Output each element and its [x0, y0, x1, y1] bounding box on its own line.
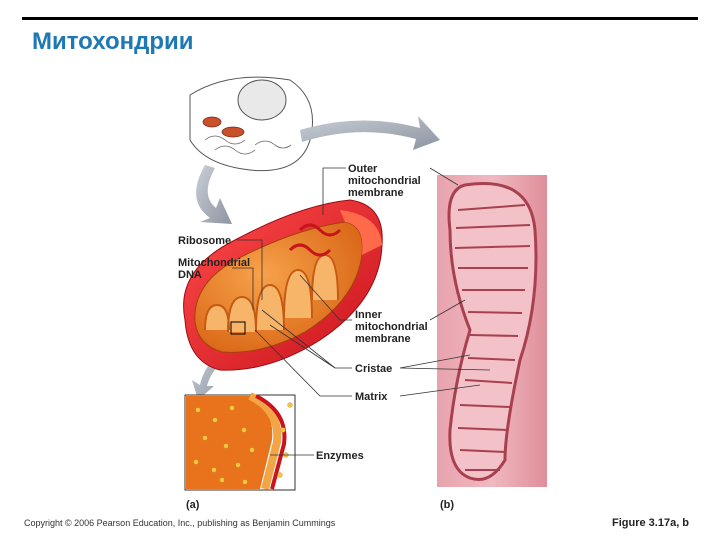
mitochondrion-small-icon [221, 126, 245, 138]
copyright-text: Copyright © 2006 Pearson Education, Inc.… [24, 518, 336, 528]
top-rule [22, 17, 698, 20]
panel-label-b: (b) [440, 499, 454, 511]
figure-reference: Figure 3.17a, b [612, 517, 690, 529]
label-enzymes: Enzymes [316, 450, 364, 462]
cell-sketch [189, 76, 313, 172]
label-inner-1: Inner [355, 309, 383, 321]
panel-label-a: (a) [186, 499, 200, 511]
leader-lines [232, 167, 491, 456]
label-mtdna-1: Mitochondrial [178, 257, 250, 269]
mitochondrion-model [183, 199, 383, 371]
label-inner-3: membrane [355, 333, 411, 345]
label-inner-2: mitochondrial [355, 321, 428, 333]
micrograph-image [437, 175, 547, 487]
arrow-to-model-icon [196, 165, 232, 224]
mitochondrion-small-icon [202, 116, 222, 128]
label-mtdna-2: DNA [178, 269, 202, 281]
label-outer-2: mitochondrial [348, 175, 421, 187]
matrix-detail-inset [184, 392, 296, 491]
label-cristae: Cristae [355, 363, 392, 375]
label-outer-1: Outer [348, 163, 378, 175]
page-title: Митохондрии [32, 28, 194, 55]
zoom-box [230, 321, 246, 335]
label-ribosome: Ribosome [178, 235, 231, 247]
arrow-to-micrograph-icon [300, 116, 440, 150]
label-matrix: Matrix [355, 391, 388, 403]
label-outer-3: membrane [348, 187, 404, 199]
